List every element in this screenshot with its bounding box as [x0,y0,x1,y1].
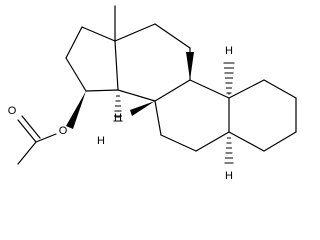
ring-d [65,26,119,92]
wedge-c8-h [130,101,155,116]
hash-c5-h [224,137,234,164]
skeletal-formula: H H H H O O [8,5,297,182]
wedge-c17-o [66,91,86,129]
structure-canvas: H H H H O O [8,5,297,182]
ring-a [228,79,297,152]
hash-c14-h [113,95,123,122]
h-label-c14: H [97,135,105,147]
bond-acetyl-methyl [17,141,37,165]
bond-carbonyl-1 [17,119,37,143]
bond-carbonyl-2 [21,115,41,139]
hash-c9-h [223,62,235,95]
ester-oxygen: O [59,125,68,137]
bond-o-carbonyl-c [35,133,57,143]
h-label-c5: H [225,170,233,182]
h-label-c8: H [114,112,122,124]
ring-c [114,23,191,102]
h-label-c9: H [225,45,233,57]
wedge-c10 [186,52,194,80]
carbonyl-oxygen: O [8,105,17,117]
ring-b [154,79,230,152]
